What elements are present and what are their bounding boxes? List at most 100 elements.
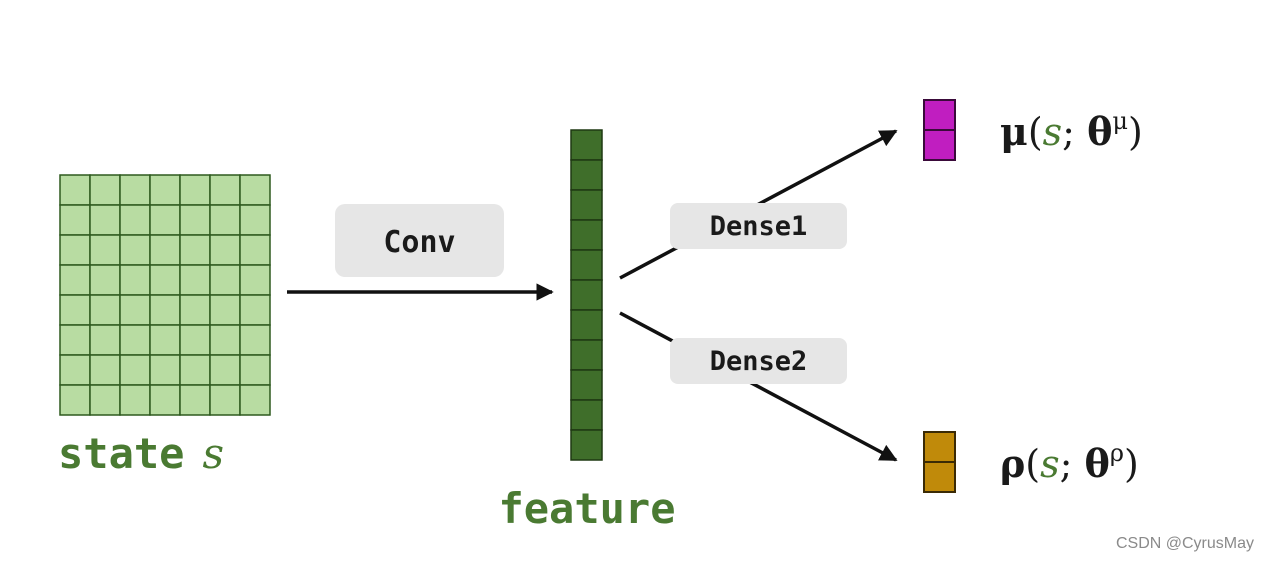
state-grid-cell: [239, 174, 271, 206]
feature-cell: [570, 219, 603, 251]
state-grid-cell: [149, 204, 181, 236]
mu-sep: ;: [1062, 110, 1087, 154]
feature-cell: [570, 129, 603, 161]
state-grid-cell: [149, 354, 181, 386]
state-label-var: s: [202, 429, 224, 478]
state-grid-cell: [89, 234, 121, 266]
state-grid-cell: [149, 324, 181, 356]
state-grid-cell: [59, 354, 91, 386]
state-grid-cell: [239, 354, 271, 386]
state-grid-cell: [239, 204, 271, 236]
state-grid-cell: [209, 234, 241, 266]
state-grid-cell: [89, 204, 121, 236]
state-grid-cell: [239, 234, 271, 266]
rho-sep: ;: [1060, 442, 1085, 486]
state-grid-cell: [239, 384, 271, 416]
state-grid-cell: [89, 264, 121, 296]
state-grid-cell: [179, 384, 211, 416]
state-grid-cell: [119, 354, 151, 386]
state-grid-cell: [239, 264, 271, 296]
rho-open: (: [1025, 442, 1040, 486]
state-grid-cell: [209, 174, 241, 206]
feature-cell: [570, 309, 603, 341]
state-grid-cell: [119, 264, 151, 296]
mu-output-label: μ(s; θμ): [1000, 107, 1143, 154]
dense2-label: Dense2: [710, 346, 808, 377]
state-grid-cell: [119, 234, 151, 266]
state-grid-cell: [149, 234, 181, 266]
rho-param: θ: [1085, 441, 1110, 486]
dense1-label-box: [670, 203, 847, 249]
mu-sup: μ: [1112, 107, 1128, 135]
state-grid-cell: [59, 264, 91, 296]
state-grid-cell: [149, 384, 181, 416]
state-grid-cell: [209, 294, 241, 326]
state-grid-cell: [209, 384, 241, 416]
conv-label: Conv: [383, 225, 455, 260]
state-grid-cell: [179, 324, 211, 356]
state-grid-cell: [119, 324, 151, 356]
feature-cell: [570, 369, 603, 401]
state-grid-cell: [59, 294, 91, 326]
state-grid-cell: [239, 294, 271, 326]
state-grid-cell: [59, 384, 91, 416]
state-grid-cell: [59, 174, 91, 206]
dense2-arrow: [619, 311, 898, 462]
mu-var: s: [1043, 110, 1063, 154]
state-grid-cell: [89, 294, 121, 326]
dense2-label-box: [670, 338, 847, 384]
state-grid-cell: [149, 294, 181, 326]
feature-cell: [570, 399, 603, 431]
dense1-label: Dense1: [710, 211, 808, 242]
state-grid-cell: [239, 324, 271, 356]
state-grid-cell: [149, 174, 181, 206]
state-grid-cell: [179, 234, 211, 266]
mu-fn: μ: [1000, 109, 1028, 154]
state-grid-cell: [119, 384, 151, 416]
state-grid-cell: [59, 324, 91, 356]
state-grid-cell: [119, 294, 151, 326]
feature-cell: [570, 189, 603, 221]
state-grid-cell: [179, 354, 211, 386]
rho-var: s: [1040, 442, 1060, 486]
mu-close: ): [1128, 110, 1143, 154]
feature-cell: [570, 159, 603, 191]
state-grid-cell: [89, 174, 121, 206]
feature-label: feature: [498, 484, 675, 533]
mu-output-cell-2: [923, 129, 956, 161]
state-grid-cell: [149, 264, 181, 296]
state-label-word: state: [58, 429, 184, 478]
state-grid-cell: [89, 324, 121, 356]
feature-cell: [570, 249, 603, 281]
rho-output-label: ρ(s; θρ): [1000, 439, 1139, 486]
mu-param: θ: [1087, 109, 1112, 154]
rho-sup: ρ: [1110, 439, 1124, 467]
state-grid-cell: [209, 264, 241, 296]
state-grid-cell: [209, 204, 241, 236]
state-grid-cell: [59, 204, 91, 236]
state-grid-cell: [179, 204, 211, 236]
mu-open: (: [1028, 110, 1043, 154]
state-grid-cell: [89, 384, 121, 416]
state-grid-cell: [119, 174, 151, 206]
feature-cell: [570, 339, 603, 371]
feature-cell: [570, 429, 603, 461]
state-grid-cell: [59, 234, 91, 266]
state-grid-cell: [179, 264, 211, 296]
rho-fn: ρ: [1000, 441, 1025, 486]
rho-output-cell-2: [923, 461, 956, 493]
state-grid-cell: [119, 204, 151, 236]
conv-label-box: [335, 204, 504, 277]
state-grid-cell: [209, 324, 241, 356]
state-grid-cell: [89, 354, 121, 386]
mu-output-cell-1: [923, 99, 956, 131]
feature-cell: [570, 279, 603, 311]
watermark: CSDN @CyrusMay: [1116, 535, 1254, 552]
state-grid: [59, 174, 271, 416]
state-grid-cell: [179, 174, 211, 206]
state-grid-cell: [179, 294, 211, 326]
rho-close: ): [1124, 442, 1139, 486]
state-grid-cell: [209, 354, 241, 386]
